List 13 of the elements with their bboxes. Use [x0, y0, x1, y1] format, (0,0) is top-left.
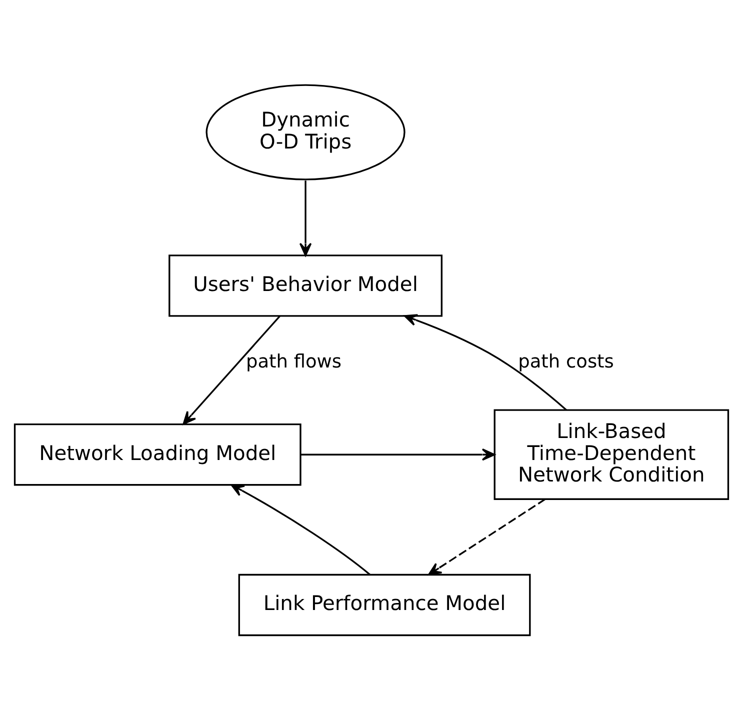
arrow [428, 498, 546, 576]
arrow [182, 316, 280, 425]
node-box: Link-Based Time-Dependent Network Condition [494, 409, 730, 500]
arrow [299, 180, 312, 256]
arrow [404, 314, 567, 411]
arrow [300, 448, 496, 461]
edge-label: path flows [246, 352, 342, 373]
node-ellipse: Dynamic O-D Trips [206, 84, 406, 180]
node-box: Link Performance Model [238, 574, 531, 636]
node-box: Network Loading Model [14, 424, 302, 486]
node-box: Users' Behavior Model [168, 254, 442, 317]
edge-label: path costs [518, 352, 614, 373]
arrow [230, 484, 371, 576]
